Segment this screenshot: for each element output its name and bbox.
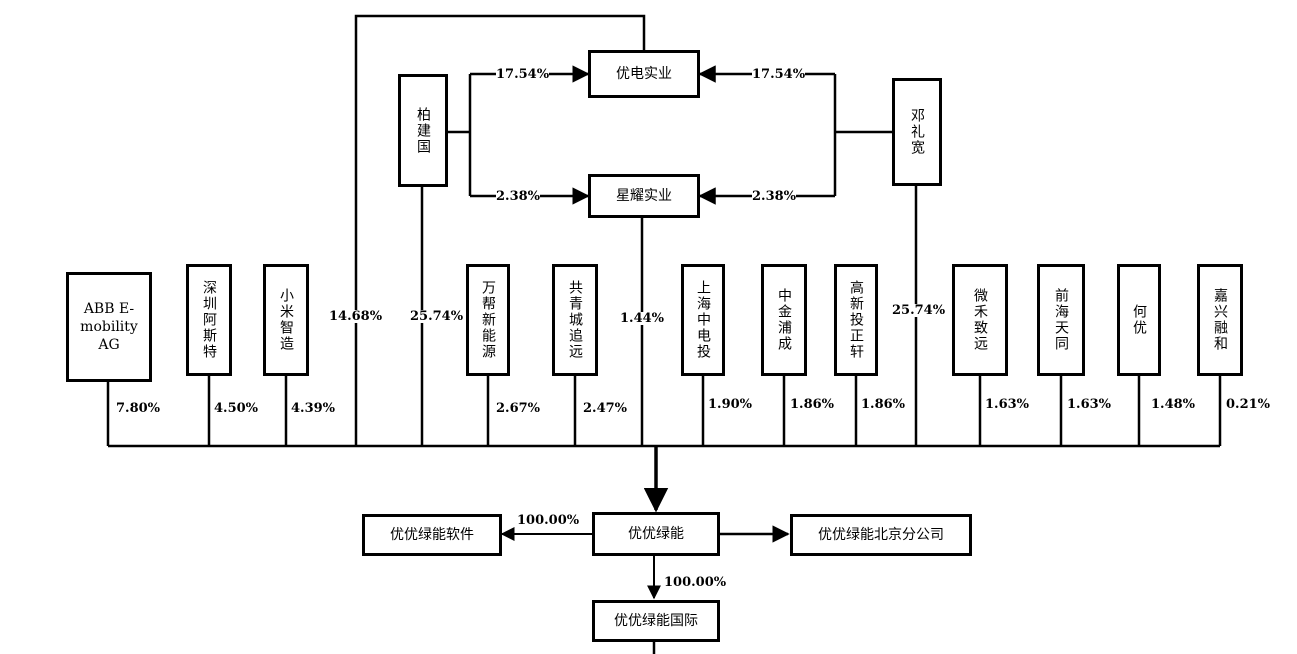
pct-deng-xingyao: 2.38%: [752, 189, 797, 204]
pct-deng-youdian: 17.54%: [752, 67, 806, 82]
shareholder-label: 小米智造: [278, 288, 294, 352]
shareholder-label: 共青城追远: [567, 280, 583, 360]
subsidiary-software: 优优绿能软件: [362, 514, 502, 556]
shareholder-label: 前海天同: [1053, 288, 1069, 352]
shareholder-label: 何优: [1131, 304, 1147, 336]
shareholder-gaoxin: 高新投正轩: [834, 264, 878, 376]
shareholder-label: ABB E-mobility AG: [80, 300, 138, 354]
pct-abb: 7.80%: [116, 401, 161, 416]
shareholder-gongqing: 共青城追远: [552, 264, 598, 376]
pct-xiaomi: 4.39%: [291, 401, 336, 416]
pct-bai-link: 25.74%: [410, 309, 464, 324]
subsidiary-international: 优优绿能国际: [592, 600, 720, 642]
shareholder-qianhai: 前海天同: [1037, 264, 1085, 376]
holdco-label: 优电实业: [616, 65, 672, 82]
shareholder-abb: ABB E-mobility AG: [66, 272, 152, 382]
pct-wanbang: 2.67%: [496, 401, 541, 416]
pct-jiaxing: 0.21%: [1226, 397, 1271, 412]
company-youyou-lvneng: 优优绿能: [592, 512, 720, 556]
pct-youdian-link: 14.68%: [329, 309, 383, 324]
line-youdian-to-bus: [354, 14, 646, 446]
pct-gongqing: 2.47%: [583, 401, 628, 416]
holdco-youdian: 优电实业: [588, 50, 700, 98]
pct-bai-xingyao: 2.38%: [496, 189, 541, 204]
controller-deng-likuan: 邓礼宽: [892, 78, 942, 186]
shareholder-label: 万帮新能源: [480, 280, 496, 360]
holdco-label: 星耀实业: [616, 187, 672, 204]
subsidiary-label: 优优绿能软件: [390, 526, 474, 543]
pct-international: 100.00%: [664, 575, 727, 590]
shareholder-label: 中金浦成: [776, 288, 792, 352]
shareholder-weihe: 微禾致远: [952, 264, 1008, 376]
shareholder-label: 高新投正轩: [848, 280, 864, 360]
shareholder-xiaomi: 小米智造: [263, 264, 309, 376]
pct-xingyao-link: 1.44%: [620, 311, 665, 326]
controller-bai-jianguo: 柏建国: [398, 74, 448, 187]
pct-heyou: 1.48%: [1151, 397, 1196, 412]
subsidiary-label: 优优绿能国际: [614, 612, 698, 629]
pct-bai-youdian: 17.54%: [496, 67, 550, 82]
pct-qianhai: 1.63%: [1067, 397, 1112, 412]
controller-label: 邓礼宽: [909, 108, 925, 156]
shareholder-label: 上海中电投: [695, 280, 711, 360]
shareholder-jiaxing: 嘉兴融和: [1197, 264, 1243, 376]
pct-shenzhen-aste: 4.50%: [214, 401, 259, 416]
subsidiary-beijing-branch: 优优绿能北京分公司: [790, 514, 972, 556]
subsidiary-label: 优优绿能北京分公司: [818, 526, 944, 543]
shareholder-wanbang: 万帮新能源: [466, 264, 510, 376]
shareholder-zhongjin: 中金浦成: [761, 264, 807, 376]
company-label: 优优绿能: [628, 525, 684, 542]
controller-label: 柏建国: [415, 106, 431, 155]
pct-gaoxin: 1.86%: [861, 397, 906, 412]
pct-zhongjin: 1.86%: [790, 397, 835, 412]
holdco-xingyao: 星耀实业: [588, 174, 700, 218]
shareholder-label: 微禾致远: [972, 288, 988, 352]
shareholder-shenzhen-aste: 深圳阿斯特: [186, 264, 232, 376]
shareholder-heyou: 何优: [1117, 264, 1161, 376]
shareholder-label: 嘉兴融和: [1212, 288, 1228, 352]
pct-weihe: 1.63%: [985, 397, 1030, 412]
pct-shanghai-zdt: 1.90%: [708, 397, 753, 412]
pct-software: 100.00%: [517, 513, 580, 528]
pct-deng-link: 25.74%: [892, 303, 946, 318]
shareholder-shanghai-zdt: 上海中电投: [681, 264, 725, 376]
shareholder-label: 深圳阿斯特: [201, 280, 217, 360]
